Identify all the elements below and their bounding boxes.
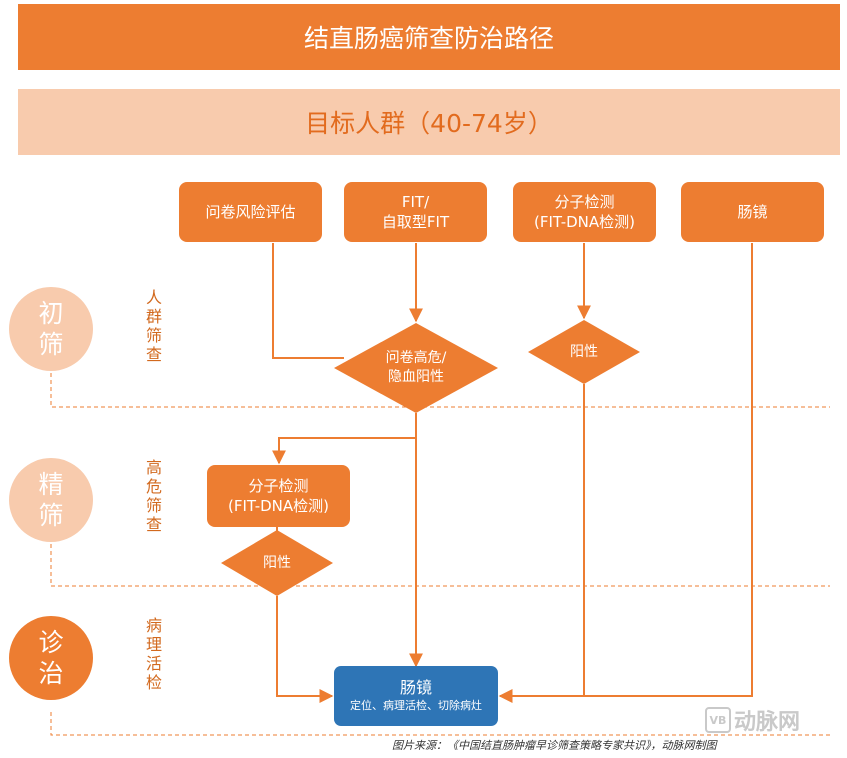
- box-fit: FIT/ 自取型FIT: [344, 182, 487, 242]
- stage-circle-fine-char2: 筛: [38, 501, 64, 530]
- diamond-positive-primary: [528, 320, 640, 384]
- connector-positive-primary: [498, 384, 585, 703]
- connector-questionnaire: [272, 243, 344, 359]
- diamond-high-risk-label: 问卷高危/ 隐血阳性: [356, 346, 476, 390]
- separator-diagnosis: [50, 712, 830, 736]
- watermark-text: 动脉网: [734, 710, 801, 735]
- source-caption: 图片来源：《中国结直肠肿瘤早诊筛查策略专家共识》，动脉网制图: [392, 739, 717, 752]
- stage-circle-diagnosis-char1: 诊: [38, 628, 64, 657]
- box-fit-label-line1: FIT/: [401, 193, 430, 211]
- box-fit-label-line2: 自取型FIT: [381, 213, 450, 231]
- box-questionnaire: 问卷风险评估: [179, 182, 322, 242]
- diamond-high-risk-line2: 隐血阳性: [388, 369, 444, 385]
- final-box-title: 肠镜: [399, 678, 432, 697]
- box-secondary-label-line1: 分子检测: [248, 477, 309, 495]
- connector-positive-secondary: [276, 596, 334, 703]
- stage-circle-fine-char1: 精: [38, 470, 64, 499]
- stage-circle-screening-char2: 筛: [38, 330, 64, 359]
- box-secondary-label-line2: (FIT-DNA检测): [228, 497, 329, 515]
- box-questionnaire-label: 问卷风险评估: [205, 203, 296, 221]
- page-title: 结直肠癌筛查防治路径: [303, 24, 554, 53]
- diamond-positive-secondary: [221, 530, 333, 596]
- watermark-logo-text: VB: [709, 713, 727, 727]
- stage-separators: [50, 373, 830, 736]
- stage-label-diagnosis: 病理活检: [145, 616, 162, 692]
- diamond-positive-secondary-label: 阳性: [237, 551, 317, 575]
- target-group-label: 目标人群（40-74岁）: [305, 109, 553, 138]
- box-molecular-test: 分子检测 (FIT-DNA检测): [513, 182, 656, 242]
- target-group-banner: 目标人群（40-74岁）: [18, 89, 840, 155]
- stage-circle-diagnosis-char2: 治: [38, 659, 64, 688]
- connectors: [272, 243, 753, 703]
- stage-circle-fine-screening: 精 筛: [9, 458, 93, 542]
- diamond-positive-primary-label: 阳性: [544, 340, 624, 364]
- box-colonoscopy-label: 肠镜: [737, 203, 768, 221]
- diamond-high-risk-line1: 问卷高危/: [385, 350, 447, 366]
- stage-circle-diagnosis: 诊 治: [9, 616, 93, 700]
- diamond-positive-primary-text: 阳性: [570, 343, 598, 360]
- stage-label-fine-screening: 高危筛查: [145, 458, 162, 534]
- separator-fine-screening: [50, 544, 830, 587]
- title-banner: 结直肠癌筛查防治路径: [18, 4, 840, 70]
- watermark-logo: VB: [705, 707, 731, 733]
- box-molecular-label-line2: (FIT-DNA检测): [534, 213, 635, 231]
- box-molecular-label-line1: 分子检测: [554, 193, 615, 211]
- diamond-high-risk: [334, 323, 498, 413]
- stage-circle-screening-char1: 初: [38, 299, 64, 328]
- connector-colonoscopy: [584, 243, 753, 697]
- separator-screening: [50, 373, 830, 408]
- diamond-positive-secondary-text: 阳性: [263, 554, 291, 571]
- box-colonoscopy: 肠镜: [681, 182, 824, 242]
- connector-to-secondary: [272, 437, 416, 465]
- final-box-subtitle: 定位、病理活检、切除病灶: [350, 699, 482, 712]
- stage-circle-screening: 初 筛: [9, 287, 93, 371]
- final-colonoscopy-box: 肠镜 定位、病理活检、切除病灶: [334, 666, 498, 726]
- stage-label-screening: 人群筛查: [145, 288, 162, 364]
- box-secondary-molecular-test: 分子检测 (FIT-DNA检测): [207, 465, 350, 527]
